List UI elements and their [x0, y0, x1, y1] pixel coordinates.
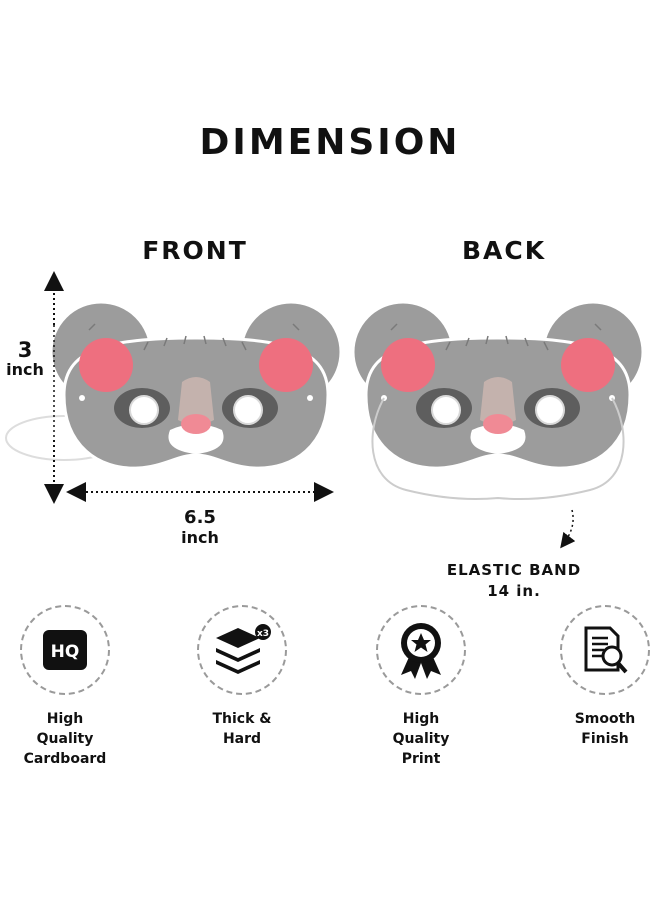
layers-icon: x3	[197, 605, 287, 695]
feature-thick: x3 Thick & Hard	[177, 605, 307, 749]
feature-print: High Quality Print	[356, 605, 486, 769]
elastic-band-label: ELASTIC BAND	[446, 561, 582, 579]
width-value: 6.5	[184, 507, 216, 528]
feature-label-cardboard: High Quality Cardboard	[23, 711, 107, 767]
feature-finish: Smooth Finish	[540, 605, 660, 749]
feature-label-thick: Thick & Hard	[212, 711, 272, 747]
back-label: BACK	[461, 236, 547, 265]
page-title: DIMENSION	[199, 122, 461, 163]
layers-count-badge: x3	[257, 629, 269, 639]
width-dimension: 6.5 inch	[160, 508, 240, 548]
height-value: 3	[17, 338, 33, 362]
height-unit: inch	[6, 360, 44, 379]
front-label: FRONT	[142, 236, 248, 265]
back-mask-illustration	[351, 300, 645, 501]
height-dimension: 3 inch	[0, 340, 50, 380]
document-magnifier-icon	[560, 605, 650, 695]
width-unit: inch	[181, 528, 219, 547]
elastic-band-length: 14 in.	[487, 582, 541, 600]
feature-label-print: High Quality Print	[392, 711, 450, 767]
feature-cardboard: HQ High Quality Cardboard	[0, 605, 130, 769]
award-badge-icon	[376, 605, 466, 695]
hq-badge-text: HQ	[51, 642, 80, 662]
hq-icon: HQ	[20, 605, 110, 695]
elastic-band-info: ELASTIC BAND 14 in.	[424, 560, 604, 602]
elastic-pointer-arrow	[560, 509, 576, 549]
feature-label-finish: Smooth Finish	[574, 711, 636, 747]
front-mask-illustration	[5, 300, 343, 470]
